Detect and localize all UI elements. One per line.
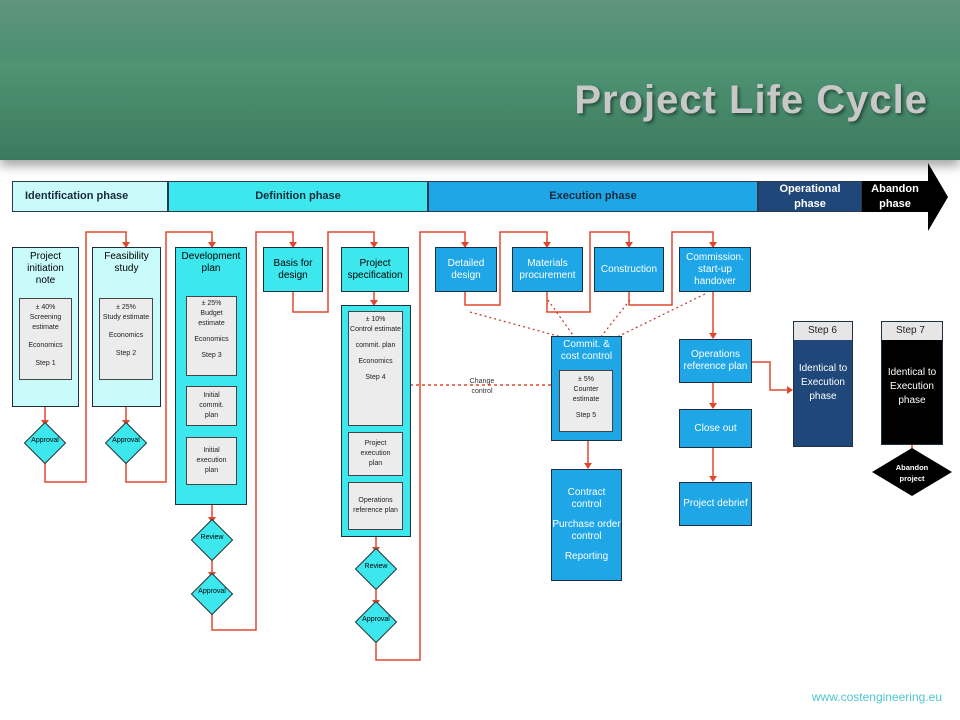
connector-ops-step6 — [752, 361, 792, 391]
operations-reference-plan-box: Operations reference plan — [679, 339, 752, 383]
inner-line: Step 5 — [575, 412, 597, 419]
inner-line: Study estimate — [102, 314, 150, 321]
project-initiation-title: Project initiation note — [27, 251, 64, 286]
inner-line: Economics — [108, 332, 144, 339]
counter-estimate-box: ± 5% Counter estimate Step 5 — [559, 370, 613, 432]
inner-line: ± 10% — [365, 316, 386, 323]
approval-label: Approval — [198, 588, 226, 595]
title-banner — [0, 0, 960, 160]
inner-line: Screening estimate — [29, 314, 62, 331]
project-debrief-box: Project debrief — [679, 482, 752, 526]
approval-diamond-1: Approval — [23, 421, 67, 465]
step7-label: Step 7 — [882, 322, 942, 340]
contract-control-line: Purchase order control — [552, 519, 621, 542]
review-diamond-3: Review — [190, 518, 234, 562]
step7-text: Identical to Execution phase — [887, 367, 937, 406]
inner-line: Step 2 — [115, 350, 137, 357]
contract-control-line: Reporting — [564, 551, 609, 562]
development-plan-title: Development plan — [181, 251, 241, 274]
inner-line: ± 40% — [35, 304, 56, 311]
review-label: Review — [364, 563, 388, 570]
phase-abandon: Abandon phase — [871, 182, 919, 210]
construction-box: Construction — [594, 247, 664, 292]
change-control-label: Change control — [469, 378, 495, 395]
screening-estimate-box: ± 40% Screening estimate Economics Step … — [19, 298, 72, 380]
dotted-commission-cost — [614, 293, 706, 339]
abandon-project-diamond — [872, 448, 952, 496]
inner-line: Budget estimate — [198, 310, 225, 327]
connector-detailed-materials — [464, 231, 548, 306]
dotted-construction-cost — [599, 299, 631, 339]
phase-abandon-arrow — [862, 163, 948, 231]
phase-operational: Operational phase — [758, 181, 862, 212]
review-label: Review — [200, 534, 224, 541]
step7-box: Step 7 Identical to Execution phase — [881, 321, 943, 445]
phase-execution: Execution phase — [428, 181, 758, 212]
approval-label: Approval — [112, 437, 140, 444]
page-title: Project Life Cycle — [574, 78, 928, 122]
operations-reference-plan-inner: Operations reference plan — [348, 482, 403, 530]
contract-control-box: Contract control Purchase order control … — [551, 469, 622, 581]
approval-label: Approval — [31, 437, 59, 444]
step6-box: Step 6 Identical to Execution phase — [793, 321, 853, 447]
control-estimate-box: ± 10% Control estimate commit. plan Econ… — [348, 311, 403, 426]
basis-for-design-box: Basis for design — [263, 247, 323, 292]
step6-label: Step 6 — [794, 322, 852, 340]
close-out-box: Close out — [679, 409, 752, 448]
materials-procurement-box: Materials procurement — [512, 247, 583, 292]
phase-definition: Definition phase — [168, 181, 428, 212]
abandon-project-label: Abandon project — [895, 463, 929, 483]
connector-construction-commission — [628, 231, 714, 306]
inner-line: Economics — [28, 342, 63, 349]
inner-line: Counter estimate — [572, 386, 600, 403]
inner-line: Economics — [358, 358, 393, 365]
inner-line: Step 3 — [201, 352, 222, 359]
dotted-detailed-cost — [469, 311, 566, 339]
inner-line: ± 25% — [116, 304, 136, 311]
inner-line: Control estimate — [350, 326, 401, 333]
approval-diamond-3: Approval — [190, 572, 234, 616]
project-execution-plan-box: Project execution plan — [348, 432, 403, 476]
inner-line: ± 5% — [578, 376, 594, 383]
approval-diamond-4: Approval — [354, 600, 398, 644]
inner-line: ± 25% — [201, 300, 222, 307]
phase-identification: Identification phase — [12, 181, 168, 212]
cost-control-title: Commit. & cost control — [560, 339, 613, 362]
inner-line: Step 1 — [35, 360, 56, 367]
inner-line: Economics — [194, 336, 229, 343]
initial-commit-plan-box: Initial commit. plan — [186, 386, 237, 426]
step6-text: Identical to Execution phase — [798, 363, 848, 402]
detailed-design-box: Detailed design — [435, 247, 497, 292]
budget-estimate-box: ± 25% Budget estimate Economics Step 3 — [186, 296, 237, 376]
connector-basis-spec — [292, 231, 375, 313]
connector-materials-construction — [546, 231, 630, 313]
approval-label: Approval — [362, 616, 390, 623]
study-estimate-box: ± 25% Study estimate Economics Step 2 — [99, 298, 153, 380]
project-specification-box: Project specification — [341, 247, 409, 292]
inner-line — [100, 341, 152, 349]
inner-line — [20, 333, 71, 341]
contract-control-line: Contract control — [567, 487, 606, 510]
inner-line: commit. plan — [355, 342, 396, 349]
feasibility-study-title: Feasibility study — [104, 251, 149, 274]
approval-diamond-2: Approval — [104, 421, 148, 465]
commissioning-box: Commission. start-up handover — [679, 247, 751, 292]
inner-line — [20, 351, 71, 359]
review-diamond-4: Review — [354, 547, 398, 591]
inner-line — [100, 323, 152, 331]
footer-url[interactable]: www.costengineering.eu — [811, 690, 942, 704]
initial-execution-plan-box: Initial execution plan — [186, 437, 237, 485]
inner-line: Step 4 — [365, 374, 386, 381]
dotted-materials-cost — [547, 299, 576, 339]
